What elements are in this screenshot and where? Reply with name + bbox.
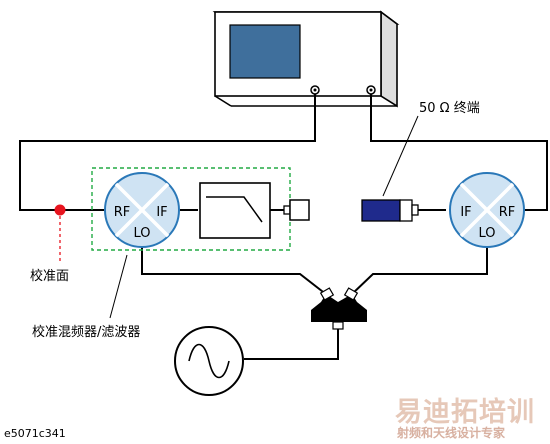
mixer-right-rf-label: RF [499,205,516,220]
calibration-plane-marker [54,204,66,262]
mixer-left: RF IF LO [104,172,180,248]
analyzer-screen [229,24,301,79]
signal-source [174,326,244,396]
mixer-left-if-label: IF [156,205,167,220]
cable-port-2 [370,94,548,211]
watermark-main: 易迪拓培训 [395,397,535,428]
mixer-right-if-label: IF [460,205,471,220]
figure-id: e5071c341 [4,427,66,440]
termination-50-ohm [361,199,419,222]
calibration-mixer-filter-label: 校准混频器/滤波器 [32,325,141,340]
connector-left [283,199,310,221]
cable-port-1 [19,94,316,211]
power-splitter [311,287,367,330]
network-analyzer [212,10,400,108]
mixer-right: IF RF LO [449,172,525,248]
mixer-left-rf-label: RF [114,205,131,220]
mixer-label-leader [109,254,128,319]
mixer-right-lo-label: LO [478,226,495,241]
cables [19,94,548,360]
watermark-sub: 射频和天线设计专家 [397,426,506,440]
calibration-plane-label: 校准面 [30,269,70,284]
termination-label: 50 Ω 终端 [419,101,480,116]
mixer-left-lo-label: LO [133,226,150,241]
lowpass-filter [199,182,271,239]
termination-leader [382,115,419,197]
